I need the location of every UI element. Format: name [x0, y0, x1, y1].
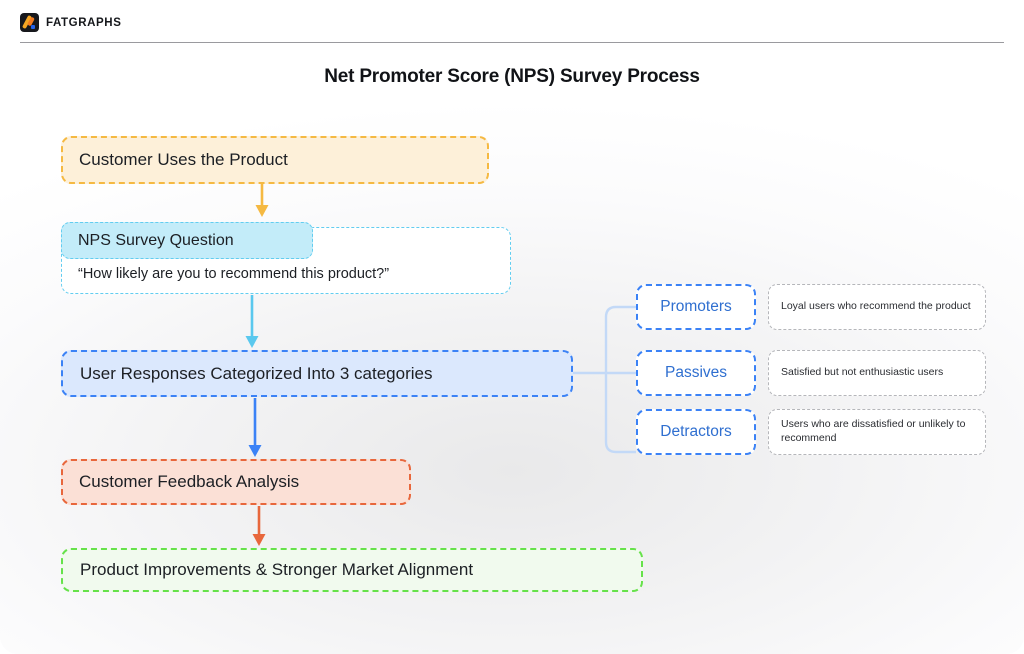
arrow-product-to-survey	[255, 184, 269, 217]
flow-step-label: Customer Uses the Product	[79, 150, 288, 169]
brand: FATGRAPHS	[20, 13, 121, 32]
category-detractors[interactable]: Detractors	[636, 409, 756, 455]
survey-question-text: “How likely are you to recommend this pr…	[78, 266, 390, 282]
category-description-detractors: Users who are dissatisfied or unlikely t…	[768, 409, 986, 455]
page-header: FATGRAPHS	[0, 0, 1024, 46]
arrow-feedback-to-improve	[252, 506, 266, 546]
category-description-promoters: Loyal users who recommend the product	[768, 284, 986, 330]
branch-connector	[573, 305, 636, 454]
header-divider	[20, 42, 1004, 43]
category-description-passives: Satisfied but not enthusiastic users	[768, 350, 986, 396]
flow-step-survey[interactable]: NPS Survey Question	[61, 222, 313, 259]
flow-step-label: Customer Feedback Analysis	[79, 472, 300, 491]
category-promoters[interactable]: Promoters	[636, 284, 756, 330]
flow-step-label: NPS Survey Question	[78, 231, 234, 249]
fatgraphs-logo-icon	[20, 13, 39, 32]
flow-step-feedback[interactable]: Customer Feedback Analysis	[61, 459, 411, 505]
flow-step-label: User Responses Categorized Into 3 catego…	[80, 363, 433, 383]
flow-step-responses[interactable]: User Responses Categorized Into 3 catego…	[61, 350, 573, 397]
arrow-responses-to-feedback	[248, 398, 262, 457]
flow-step-product[interactable]: Customer Uses the Product	[61, 136, 489, 184]
flow-step-improve[interactable]: Product Improvements & Stronger Market A…	[61, 548, 643, 592]
page-title: Net Promoter Score (NPS) Survey Process	[324, 66, 700, 87]
flow-step-label: Product Improvements & Stronger Market A…	[80, 560, 474, 579]
category-passives[interactable]: Passives	[636, 350, 756, 396]
arrow-survey-to-responses	[245, 295, 259, 348]
brand-name: FATGRAPHS	[46, 16, 122, 29]
